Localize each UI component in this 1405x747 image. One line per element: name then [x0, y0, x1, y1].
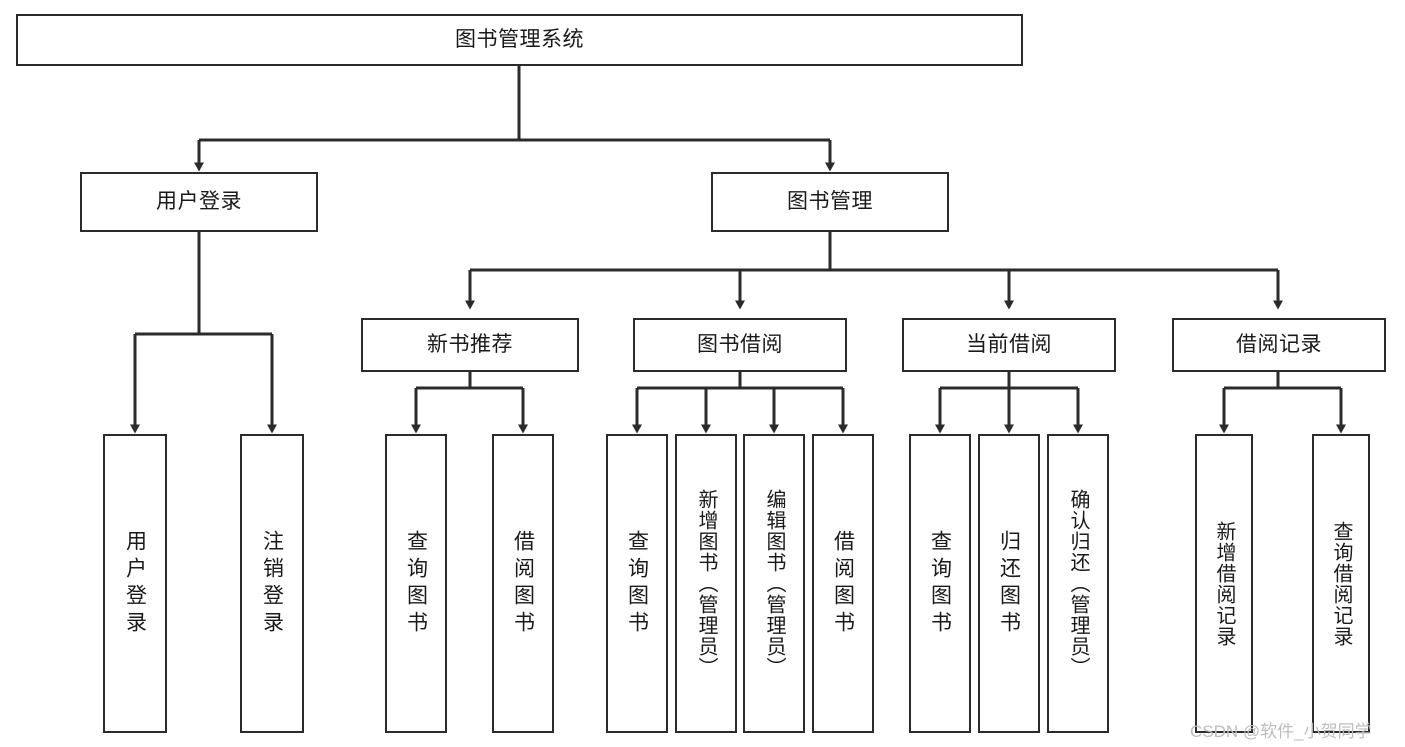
node-label: 归还图书 [997, 529, 1021, 638]
leaf-book-borrow-query-books[interactable]: 查询图书 [606, 434, 668, 733]
leaf-user-login-login[interactable]: 用户登录 [103, 434, 167, 733]
node-label: 图书管理系统 [455, 27, 584, 51]
leaf-borrow-record-query-record[interactable]: 查询借阅记录 [1312, 434, 1370, 733]
leaf-book-borrow-borrow-books[interactable]: 借阅图书 [812, 434, 874, 733]
node-label: 确认归还（管理员） [1067, 489, 1089, 678]
node-label: 借阅图书 [511, 529, 535, 638]
leaf-book-borrow-edit-book-admin[interactable]: 编辑图书（管理员） [743, 434, 805, 733]
node-label: 用户登录 [123, 529, 147, 638]
leaf-current-borrow-return-books[interactable]: 归还图书 [978, 434, 1040, 733]
node-label: 新书推荐 [427, 332, 513, 356]
csdn-watermark: CSDN @软件_小贺同学 [1190, 722, 1372, 741]
node-label: 新增图书（管理员） [695, 489, 717, 678]
node-user-login[interactable]: 用户登录 [80, 172, 318, 232]
node-current-borrow[interactable]: 当前借阅 [902, 318, 1116, 372]
node-label: 图书借阅 [697, 332, 783, 356]
node-book-borrow[interactable]: 图书借阅 [633, 318, 847, 372]
node-label: 借阅记录 [1236, 332, 1322, 356]
node-label: 查询图书 [625, 529, 649, 638]
node-label: 借阅图书 [831, 529, 855, 638]
leaf-new-book-borrow-books[interactable]: 借阅图书 [492, 434, 554, 733]
node-label: 查询图书 [404, 529, 428, 638]
node-label: 新增借阅记录 [1213, 520, 1235, 647]
leaf-current-borrow-confirm-return-admin[interactable]: 确认归还（管理员） [1047, 434, 1109, 733]
node-label: 用户登录 [156, 189, 242, 213]
node-borrow-record[interactable]: 借阅记录 [1172, 318, 1386, 372]
node-book-management[interactable]: 图书管理 [711, 172, 949, 232]
node-root-book-management-system[interactable]: 图书管理系统 [16, 14, 1023, 66]
leaf-user-login-logout[interactable]: 注销登录 [240, 434, 304, 733]
node-label: 图书管理 [787, 189, 873, 213]
node-label: 查询借阅记录 [1330, 520, 1352, 647]
leaf-borrow-record-add-record[interactable]: 新增借阅记录 [1195, 434, 1253, 733]
node-new-book-recommend[interactable]: 新书推荐 [361, 318, 579, 372]
node-label: 当前借阅 [966, 332, 1052, 356]
node-label: 查询图书 [928, 529, 952, 638]
node-label: 编辑图书（管理员） [763, 489, 785, 678]
leaf-current-borrow-query-books[interactable]: 查询图书 [909, 434, 971, 733]
leaf-new-book-query-books[interactable]: 查询图书 [385, 434, 447, 733]
node-label: 注销登录 [260, 529, 284, 638]
leaf-book-borrow-add-book-admin[interactable]: 新增图书（管理员） [675, 434, 737, 733]
